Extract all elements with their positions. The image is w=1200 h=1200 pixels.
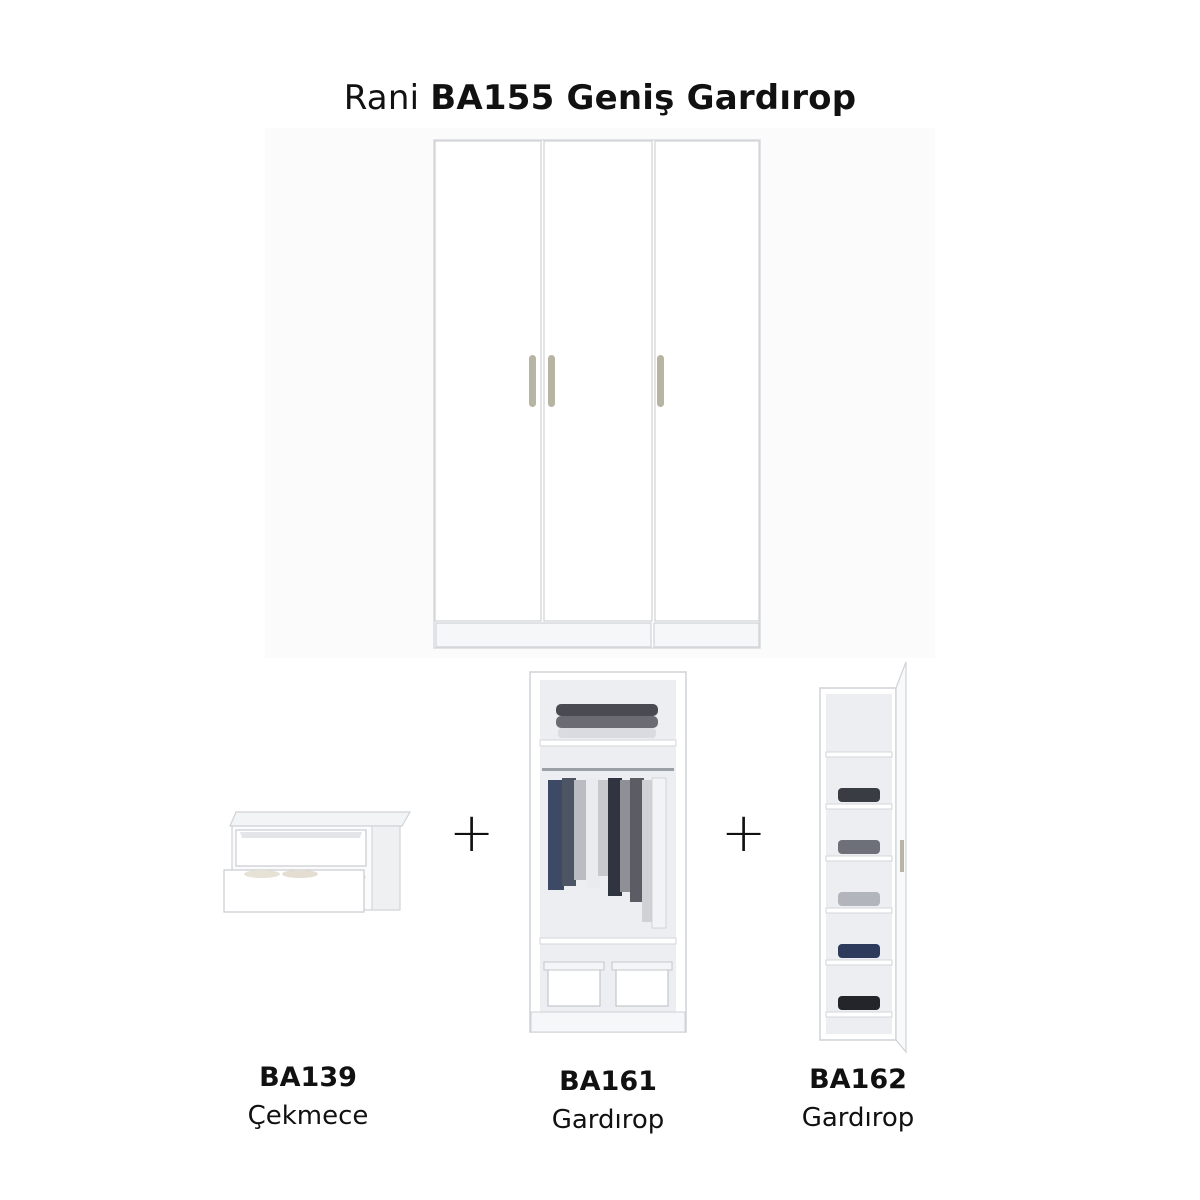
drawer-unit-image [223, 811, 412, 913]
component-label-drawer: BA139 Çekmece [208, 1062, 408, 1131]
door-middle [543, 140, 653, 622]
page-title: Rani BA155 Geniş Gardırop [0, 78, 1200, 118]
door-left [434, 140, 542, 622]
component-name: Gardırop [801, 1103, 915, 1133]
title-main: BA155 Geniş Gardırop [430, 78, 857, 118]
component-label-shelf-wardrobe: BA162 Gardırop [758, 1064, 958, 1133]
door-right [654, 140, 760, 622]
plus-icon: + [449, 801, 495, 864]
plinth-drawer-left [435, 622, 652, 648]
component-code: BA162 [809, 1064, 907, 1095]
component-code: BA139 [259, 1062, 357, 1093]
plus-icon: + [721, 801, 767, 864]
plinth-drawer-right [653, 622, 760, 648]
handle-icon [548, 355, 555, 407]
main-wardrobe-image [433, 139, 761, 649]
component-code: BA161 [559, 1066, 657, 1097]
handle-icon [529, 355, 536, 407]
title-prefix: Rani [343, 78, 420, 118]
hanging-wardrobe-image [529, 671, 687, 1033]
shelf-wardrobe-image [819, 661, 907, 1054]
component-name: Çekmece [247, 1101, 369, 1131]
component-name: Gardırop [551, 1105, 665, 1135]
component-label-hanging-wardrobe: BA161 Gardırop [508, 1066, 708, 1135]
handle-icon [900, 840, 904, 872]
handle-icon [657, 355, 664, 407]
